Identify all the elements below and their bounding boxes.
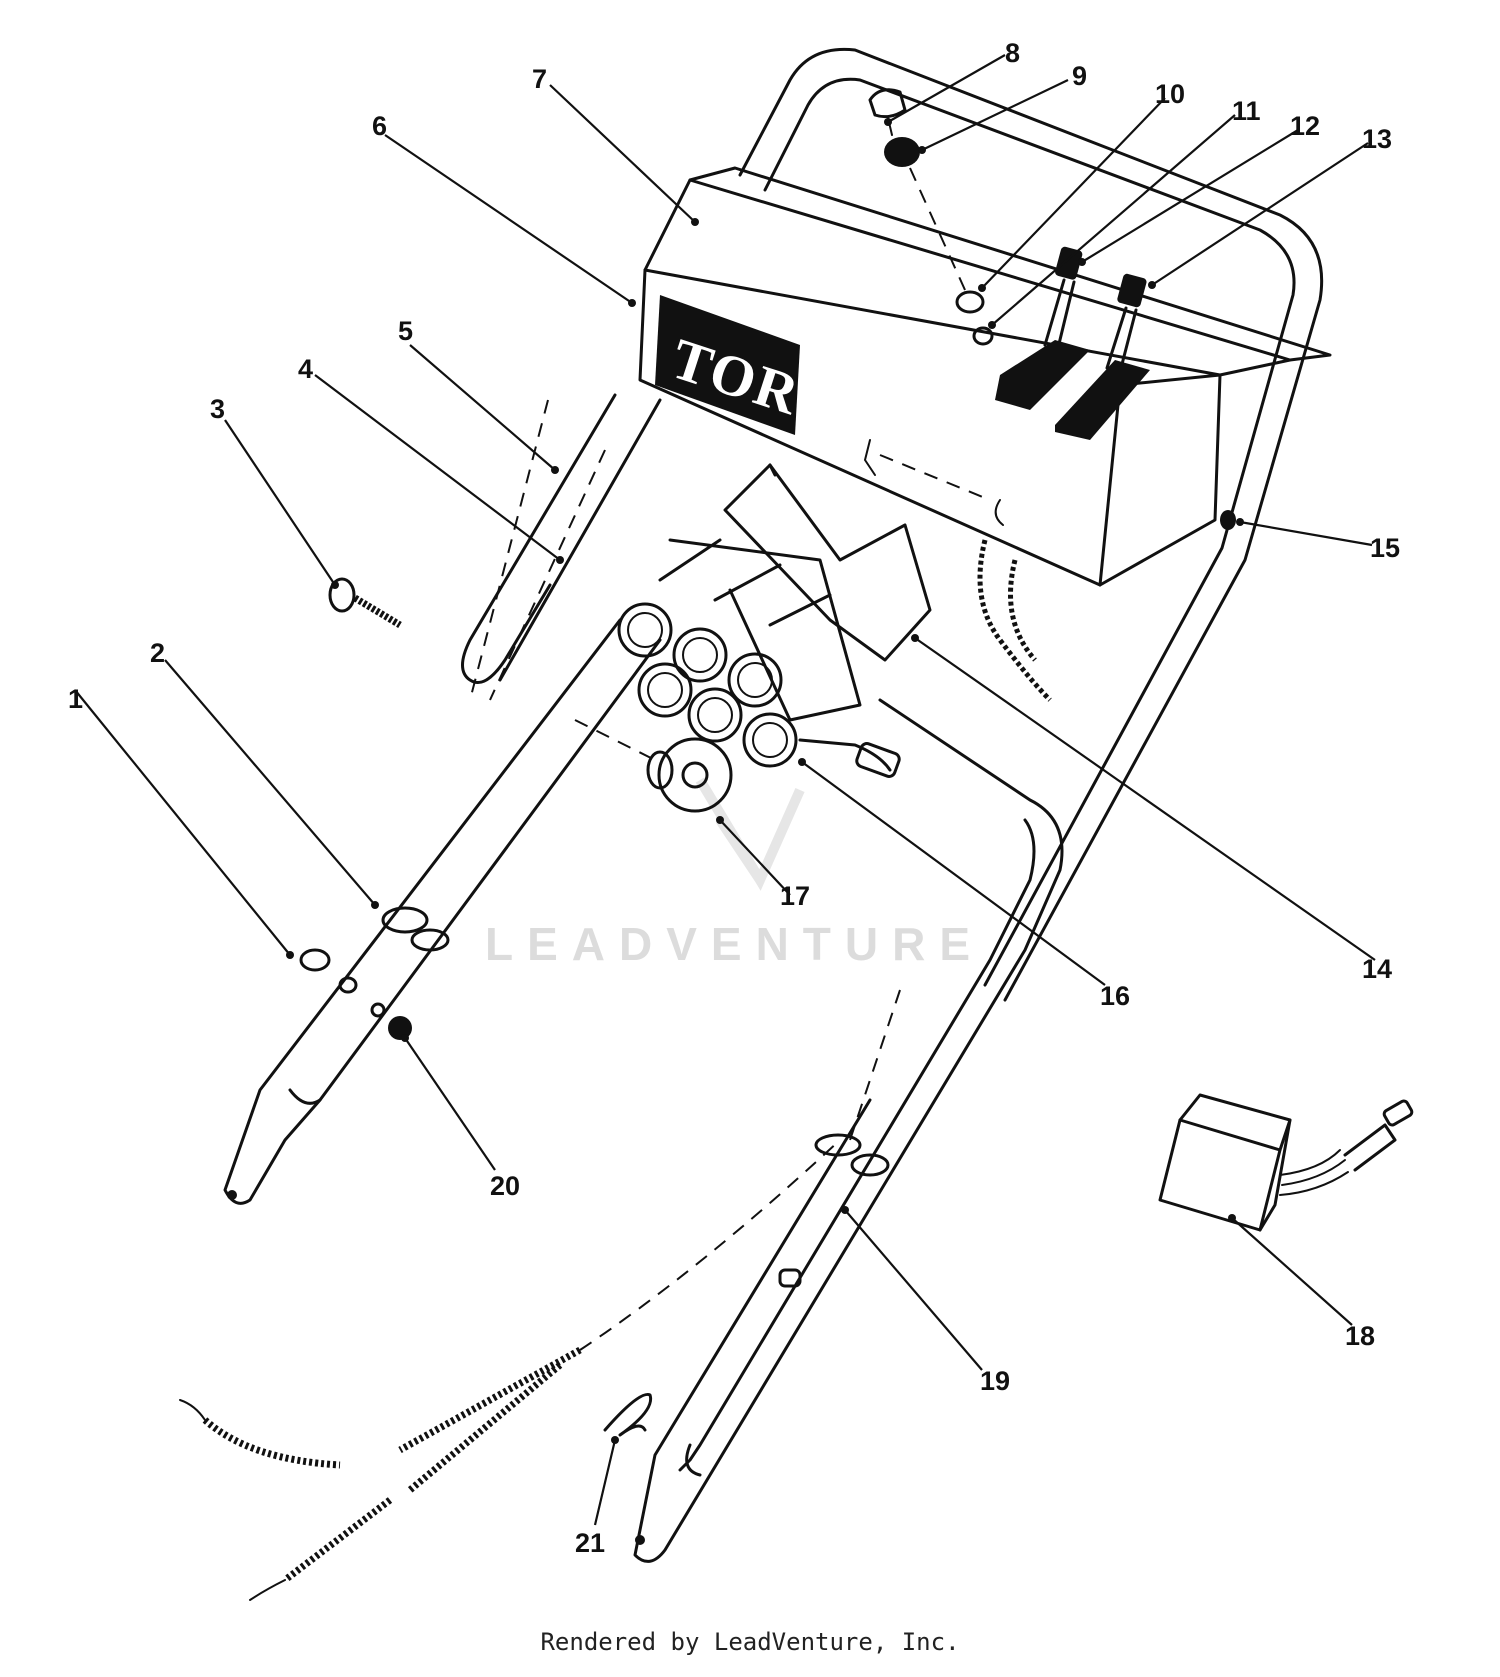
right-handle	[633, 698, 1064, 1563]
callout-7: 7	[532, 64, 547, 94]
callout-20: 20	[490, 1171, 520, 1201]
callout-14: 14	[1362, 954, 1392, 984]
control-levers	[995, 246, 1150, 440]
callout-2: 2	[150, 638, 165, 668]
callout-numbers: 1 2 3 4 5 6 7 8 9 10 11 12 13 14 15 16 1…	[68, 38, 1400, 1558]
callout-5: 5	[398, 316, 413, 346]
watermark: LEADVENTURE	[485, 777, 984, 970]
callout-11: 11	[1232, 96, 1261, 126]
wire-harness-2	[1008, 559, 1037, 662]
callout-10: 10	[1155, 79, 1185, 109]
upper-handle	[738, 47, 1324, 1002]
callout-13: 13	[1362, 124, 1392, 154]
callout-8: 8	[1005, 38, 1020, 68]
callout-17: 17	[780, 881, 810, 911]
callout-6: 6	[372, 111, 387, 141]
screw-15	[1220, 510, 1236, 530]
callout-19: 19	[980, 1366, 1010, 1396]
left-handle	[223, 393, 662, 1205]
knob-17	[574, 719, 733, 813]
callout-9: 9	[1072, 61, 1087, 91]
callout-18: 18	[1345, 1321, 1375, 1351]
wire-harness	[977, 539, 1052, 702]
charger-18	[1158, 1093, 1414, 1232]
fuse-box	[617, 463, 932, 778]
cables	[179, 1139, 841, 1601]
leader-lines	[74, 54, 1376, 1526]
callout-4: 4	[298, 354, 313, 384]
callout-21: 21	[575, 1528, 605, 1558]
callout-16: 16	[1100, 981, 1130, 1011]
callout-1: 1	[68, 684, 83, 714]
callout-3: 3	[210, 394, 225, 424]
watermark-text: LEADVENTURE	[485, 918, 984, 970]
callout-15: 15	[1370, 533, 1400, 563]
footer-credit: Rendered by LeadVenture, Inc.	[540, 1628, 960, 1656]
toro-logo: TORO	[655, 295, 853, 442]
callout-12: 12	[1290, 111, 1320, 141]
